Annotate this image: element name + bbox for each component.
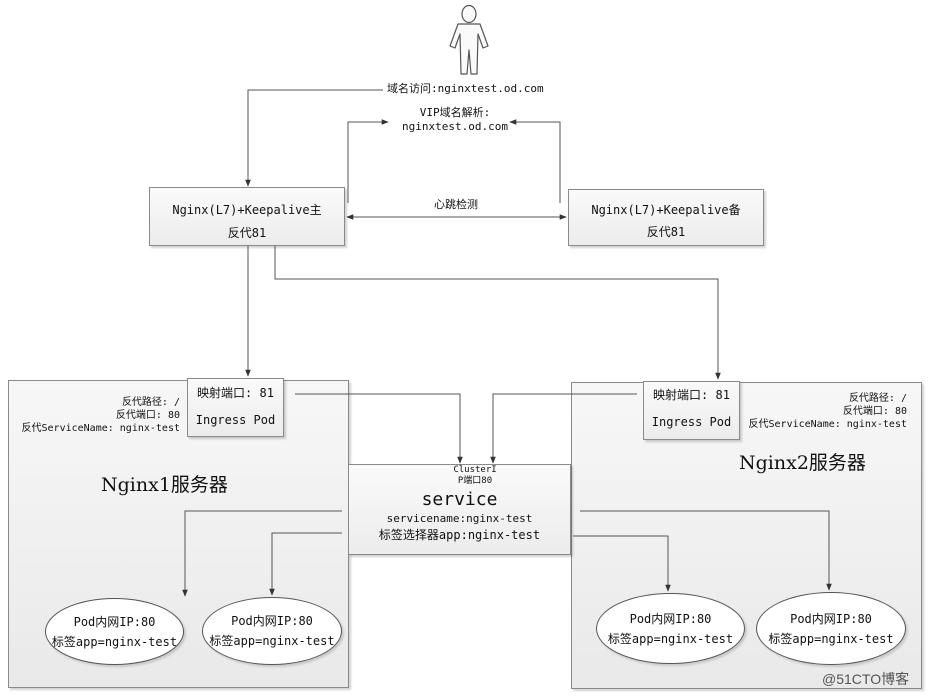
lb-backup-box	[568, 189, 764, 246]
pod-4-ip: Pod内网IP:80	[790, 611, 872, 626]
ingress2-to-service-line	[490, 393, 637, 464]
service-cluster-ip-2: P端口80	[457, 476, 493, 486]
pod-3: Pod内网IP:80 标签app=nginx-test	[596, 593, 745, 664]
pod-3-ip: Pod内网IP:80	[629, 611, 712, 626]
pod-4-label: 标签app=nginx-test	[768, 631, 894, 646]
service-name: servicename:nginx-test	[386, 512, 533, 525]
server2-proxy-port: 反代端口: 80	[842, 406, 907, 417]
server1-proxy-info: 反代路径: / 反代端口: 80 反代ServiceName: nginx-te…	[10, 396, 180, 435]
master-to-vip-line	[347, 119, 389, 203]
service-to-pod1-line	[182, 510, 342, 597]
ingress2-port: 映射端口: 81	[653, 388, 730, 402]
lb-master-title: Nginx(L7)+Keepalive主	[172, 203, 322, 217]
server2-proxy-info: 反代路径: / 反代端口: 80 反代ServiceName: nginx-te…	[736, 392, 907, 431]
lb-master-box	[149, 187, 345, 246]
service-to-pod4-line	[580, 510, 832, 591]
pod-1: Pod内网IP:80 标签app=nginx-test	[45, 598, 184, 665]
lb-master-sub: 反代81	[227, 226, 267, 240]
lb-backup-title: Nginx(L7)+Keepalive备	[591, 203, 741, 217]
pod-3-label: 标签app=nginx-test	[607, 631, 734, 646]
pod-1-ip: Pod内网IP:80	[73, 614, 156, 629]
server1-proxy-port: 反代端口: 80	[115, 410, 180, 421]
vip-line-1: VIP域名解析:	[419, 106, 491, 119]
service-cluster-ip-1: ClusterI	[453, 465, 497, 475]
server2-proxy-path: 反代路径: /	[848, 393, 907, 404]
server2-name: Nginx2服务器	[739, 452, 866, 474]
pod-2: Pod内网IP:80 标签app=nginx-test	[202, 597, 342, 665]
vip-line-2: nginxtest.od.com	[402, 120, 508, 133]
user-to-master-line	[245, 89, 383, 187]
ingress-pod-box-1	[187, 378, 284, 437]
server1-proxy-path: 反代路径: /	[121, 397, 180, 408]
server1-proxy-servicename: 反代ServiceName: nginx-test	[21, 423, 180, 434]
server1-name: Nginx1服务器	[101, 474, 228, 496]
backup-to-vip-line	[509, 119, 561, 203]
ingress1-port: 映射端口: 81	[197, 386, 274, 400]
service-box	[348, 464, 571, 555]
user-access-label: 域名访问:nginxtest.od.com	[387, 82, 544, 95]
lb-backup-sub: 反代81	[646, 225, 686, 239]
pod-2-label: 标签app=nginx-test	[209, 634, 335, 648]
pod-4: Pod内网IP:80 标签app=nginx-test	[756, 592, 906, 665]
pod-2-ip: Pod内网IP:80	[231, 614, 313, 628]
service-selector: 标签选择器app:nginx-test	[378, 528, 541, 542]
ingress-pod-box-2	[643, 381, 740, 440]
service-to-pod2-line	[269, 532, 342, 596]
service-title: service	[421, 489, 498, 510]
vip-resolution-label: VIP域名解析: nginxtest.od.com	[400, 106, 510, 134]
ingress1-name: Ingress Pod	[195, 413, 276, 427]
heartbeat-label: 心跳检测	[434, 198, 478, 211]
ingress1-to-service-line	[295, 393, 463, 464]
ingress2-name: Ingress Pod	[651, 415, 732, 429]
user-person-icon	[449, 4, 489, 75]
watermark: @51CTO博客	[822, 671, 910, 687]
server2-proxy-servicename: 反代ServiceName: nginx-test	[748, 419, 907, 430]
pod-1-label: 标签app=nginx-test	[51, 634, 178, 649]
service-to-pod3-line	[573, 535, 671, 592]
master-to-ingress2-line	[274, 246, 721, 380]
